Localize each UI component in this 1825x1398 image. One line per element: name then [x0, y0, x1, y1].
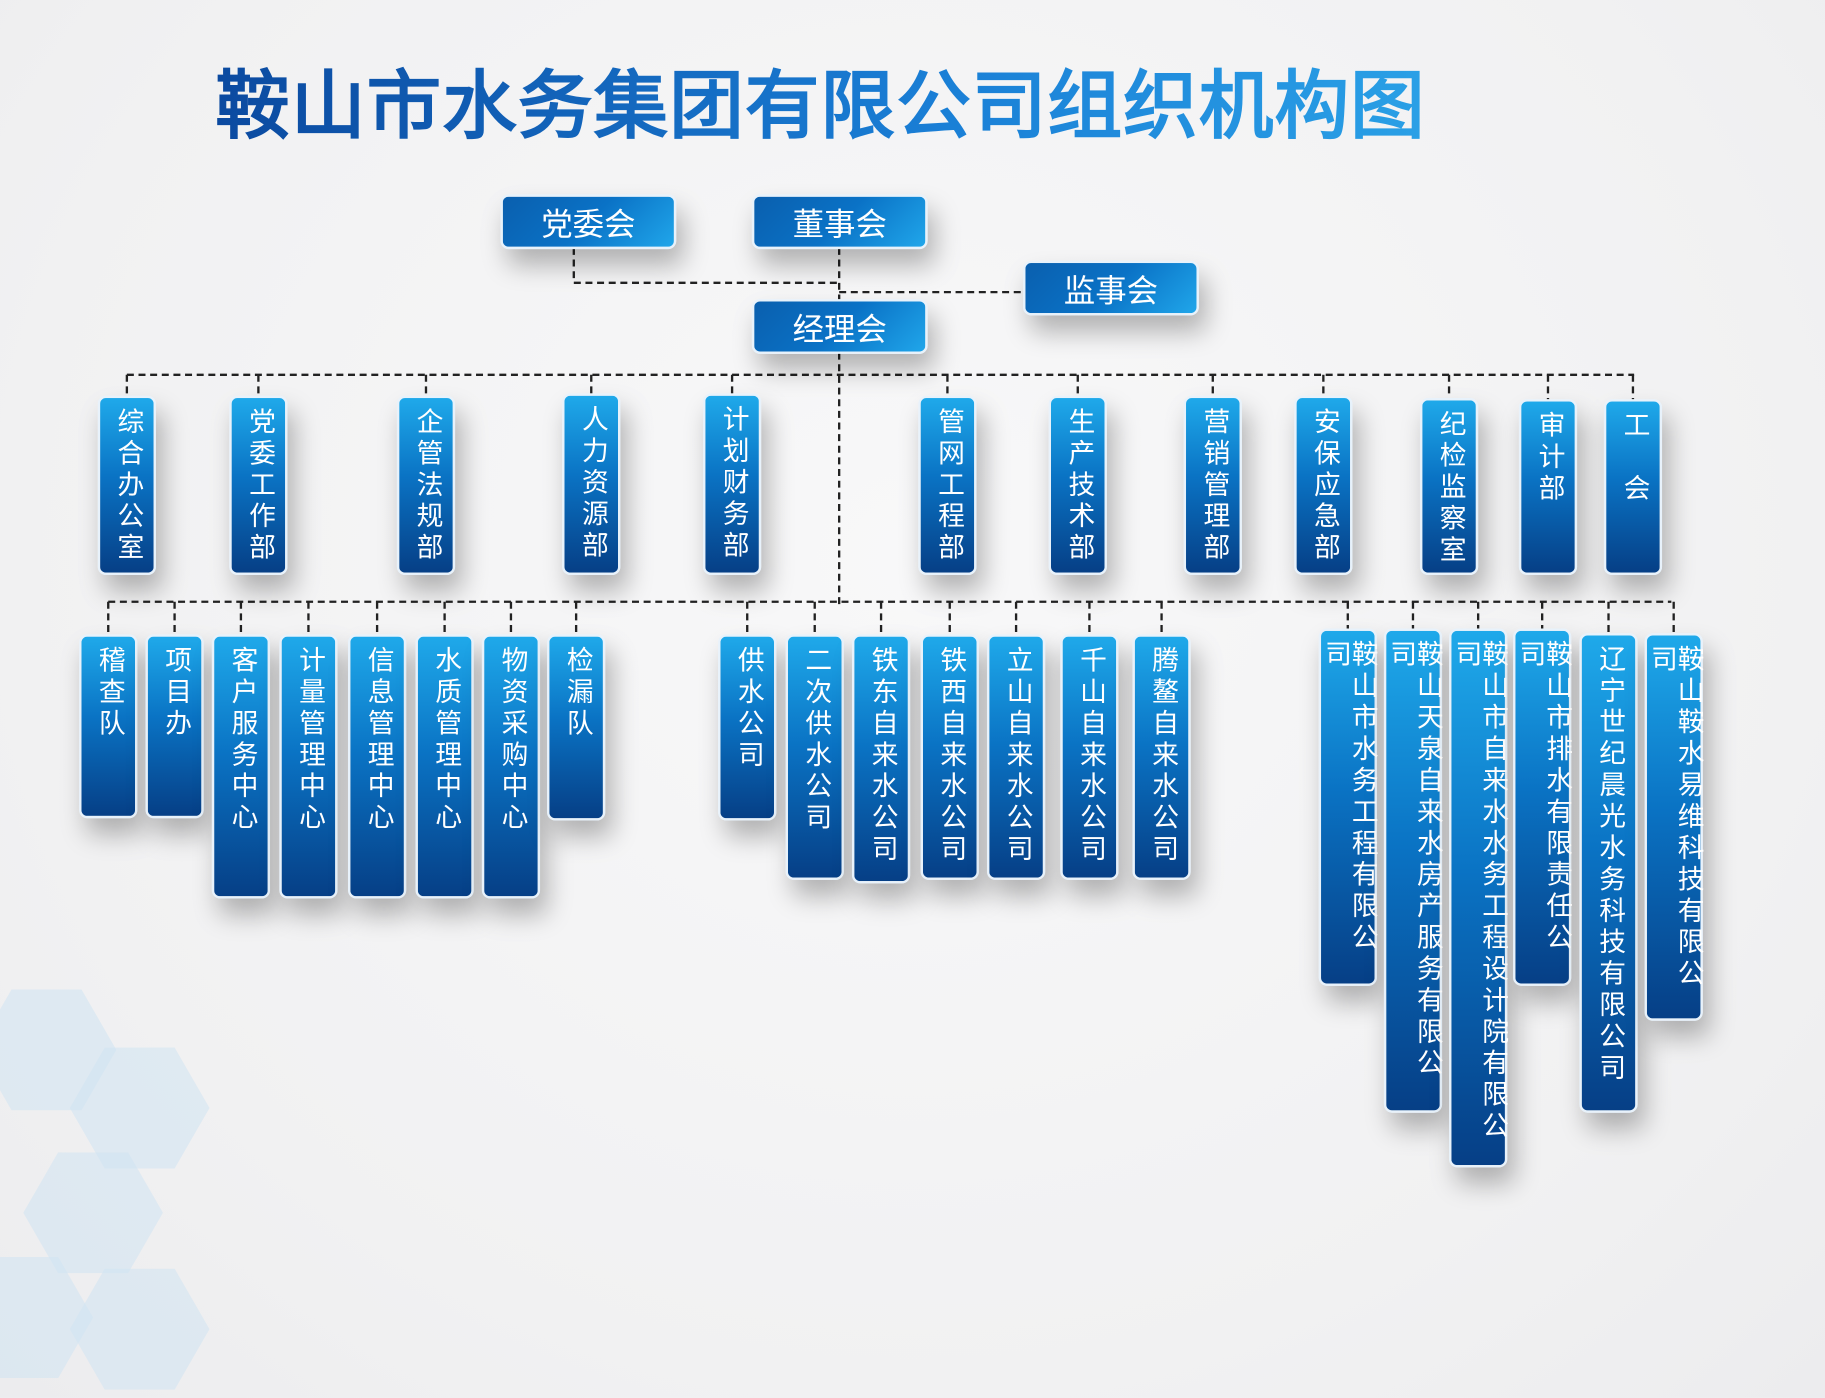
subsidiary-box-label: 鞍山天泉自来水房产服务有限公司 — [1385, 640, 1443, 1081]
unit-box[interactable]: 水质管理中心 — [415, 634, 474, 899]
subsidiary-box[interactable]: 鞍山天泉自来水房产服务有限公司 — [1383, 628, 1443, 1113]
department-box[interactable]: 审计部 — [1518, 399, 1578, 575]
subsidiary-box-label: 鞍山鞍水易维科技有限公司 — [1645, 644, 1703, 991]
unit-box-label: 项目办 — [160, 645, 191, 741]
unit-box-label: 物资采购中心 — [496, 645, 527, 835]
department-box-label: 计划财务部 — [717, 405, 748, 563]
department-box-label: 审计部 — [1533, 410, 1564, 506]
unit-box-label: 计量管理中心 — [293, 645, 325, 835]
department-box-label: 纪检监察室 — [1434, 409, 1465, 567]
water-company-box[interactable]: 铁东自来水公司 — [851, 634, 911, 884]
board-box[interactable]: 董事会 — [751, 194, 928, 250]
water-company-box[interactable]: 千山自来水公司 — [1060, 634, 1119, 880]
department-box-label: 营销管理部 — [1198, 407, 1229, 565]
unit-box-label: 水质管理中心 — [430, 645, 461, 835]
department-box-label: 生产技术部 — [1063, 407, 1094, 565]
hex-decoration — [23, 1152, 163, 1274]
department-box[interactable]: 纪检监察室 — [1419, 398, 1479, 575]
supervisory-board-box[interactable]: 监事会 — [1023, 260, 1199, 316]
department-box[interactable]: 营销管理部 — [1183, 395, 1242, 575]
water-company-box-label: 铁东自来水公司 — [866, 645, 897, 866]
subsidiary-box[interactable]: 鞍山市自来水水务工程设计院有限公司 — [1449, 628, 1508, 1168]
supervisory-board-box-label: 监事会 — [1063, 273, 1159, 310]
water-company-box-label: 二次供水公司 — [800, 645, 831, 835]
department-box[interactable]: 工 会 — [1603, 399, 1663, 575]
water-company-box[interactable]: 供水公司 — [718, 634, 777, 821]
department-box-label: 综合办公室 — [112, 407, 143, 565]
subsidiary-box[interactable]: 辽宁世纪晨光水务科技有限公司 — [1579, 633, 1638, 1113]
unit-box-label: 客户服务中心 — [226, 645, 257, 835]
subsidiary-box-label: 鞍山市排水有限责任公司 — [1514, 640, 1572, 955]
unit-box[interactable]: 客户服务中心 — [211, 634, 271, 899]
department-box-label: 人力资源部 — [576, 405, 607, 563]
water-company-box[interactable]: 腾鳌自来水公司 — [1132, 634, 1191, 880]
water-company-box-label: 立山自来水公司 — [1001, 645, 1032, 866]
board-box-label: 董事会 — [792, 207, 887, 244]
unit-box-label: 稽查队 — [93, 645, 124, 741]
department-box[interactable]: 党委工作部 — [229, 395, 288, 575]
subsidiary-box-label: 鞍山市水务工程有限公司 — [1319, 640, 1377, 955]
water-company-box-label: 供水公司 — [732, 645, 763, 772]
unit-box[interactable]: 项目办 — [145, 634, 204, 819]
department-box-label: 安保应急部 — [1308, 407, 1340, 565]
management-box[interactable]: 经理会 — [751, 299, 928, 354]
department-box-label: 企管法规部 — [411, 407, 442, 565]
unit-box[interactable]: 稽查队 — [79, 634, 138, 819]
subsidiary-box[interactable]: 鞍山市排水有限责任公司 — [1513, 628, 1572, 986]
department-box[interactable]: 管网工程部 — [918, 395, 977, 575]
subsidiary-box[interactable]: 鞍山市水务工程有限公司 — [1318, 628, 1377, 986]
department-box[interactable]: 计划财务部 — [702, 393, 762, 575]
unit-box[interactable]: 检漏队 — [547, 634, 606, 821]
water-company-box[interactable]: 二次供水公司 — [785, 634, 844, 880]
page-title: 鞍山市水务集团有限公司组织机构图 — [215, 47, 1425, 154]
unit-box[interactable]: 计量管理中心 — [279, 634, 338, 899]
department-box[interactable]: 生产技术部 — [1048, 395, 1107, 575]
party-committee-box-label: 党委会 — [541, 207, 636, 244]
department-box-label: 党委工作部 — [243, 407, 275, 565]
subsidiary-box-label: 辽宁世纪晨光水务科技有限公司 — [1593, 644, 1625, 1085]
water-company-box[interactable]: 铁西自来水公司 — [920, 634, 979, 880]
subsidiary-box-label: 鞍山市自来水水务工程设计院有限公司 — [1450, 640, 1508, 1143]
water-company-box-label: 腾鳌自来水公司 — [1147, 645, 1178, 866]
water-company-box-label: 千山自来水公司 — [1074, 645, 1106, 866]
water-company-box-label: 铁西自来水公司 — [935, 645, 966, 866]
unit-box-label: 信息管理中心 — [362, 645, 393, 835]
department-box[interactable]: 人力资源部 — [562, 393, 621, 575]
hex-decoration — [69, 1268, 210, 1390]
water-company-box[interactable]: 立山自来水公司 — [986, 634, 1046, 880]
unit-box[interactable]: 物资采购中心 — [481, 634, 541, 899]
department-box[interactable]: 企管法规部 — [396, 395, 456, 575]
department-box-label: 管网工程部 — [932, 407, 964, 565]
unit-box[interactable]: 信息管理中心 — [348, 634, 407, 899]
party-committee-box[interactable]: 党委会 — [500, 194, 677, 250]
unit-box-label: 检漏队 — [561, 645, 592, 741]
subsidiary-box[interactable]: 鞍山鞍水易维科技有限公司 — [1644, 633, 1703, 1021]
department-box-label: 工 会 — [1618, 410, 1649, 506]
department-box[interactable]: 安保应急部 — [1294, 395, 1353, 575]
management-box-label: 经理会 — [792, 311, 887, 349]
department-box[interactable]: 综合办公室 — [97, 395, 156, 575]
